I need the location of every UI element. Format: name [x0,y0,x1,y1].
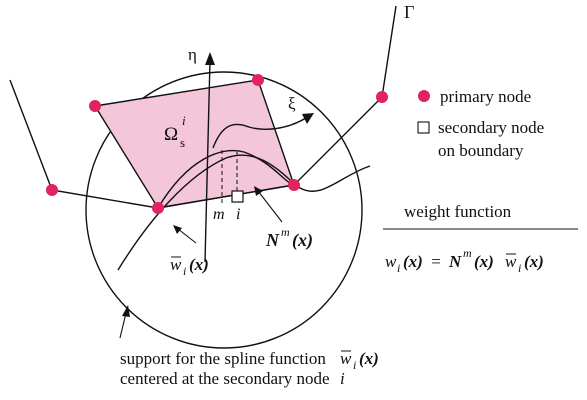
shape-function-curve [157,149,295,209]
shape-function-N: N [265,230,280,250]
omega-superscript: i [182,113,186,128]
legend-primary-label: primary node [440,87,531,106]
weight-wbar-arg: (x) [524,252,544,271]
boundary-label: Γ [404,2,414,22]
omega-label: Ω s i [164,113,186,150]
weight-lhs-w: w [385,252,397,271]
shape-function-superscript: m [281,225,290,239]
primary-node [376,91,388,103]
spline-function-arg: (x) [189,255,209,274]
omega-subscript: s [180,135,185,150]
weight-N-arg: (x) [474,252,494,271]
weight-function-formula: w i (x) = N m (x) w i (x) [385,246,544,275]
weight-wbar-subscript: i [518,261,521,275]
leader-shape-function-arrowhead [254,186,263,196]
leader-shape-function [257,190,283,223]
spline-function-subscript: i [183,264,186,278]
primary-node [152,202,164,214]
leader-support [119,312,127,339]
support-caption-subscript: i [353,358,356,372]
primary-node [46,184,58,196]
support-caption-arg: (x) [359,349,379,368]
support-caption-w: w [340,349,352,368]
support-caption: support for the spline function w i (x) … [120,349,379,388]
eta-axis [204,59,211,263]
weight-equals: = [427,252,445,271]
node-m-label: m [213,206,225,223]
primary-node [252,74,264,86]
omega-symbol: Ω [164,124,178,145]
xi-label: ξ [288,94,296,113]
leader-spline-function [177,228,197,244]
leader-support-arrowhead [122,305,130,317]
node-i-label: i [236,206,240,223]
legend-primary-dot [418,90,430,102]
element-omega [93,79,295,209]
primary-nodes [46,74,388,214]
secondary-node-i [231,190,244,203]
support-caption-line1: support for the spline function [120,349,330,368]
boundary-curve [9,5,397,209]
leader-spline-function-arrowhead [173,225,182,234]
weight-lhs-subscript: i [397,261,400,275]
shape-function-arg: (x) [292,230,313,251]
weight-N: N [448,252,462,271]
xi-axis [212,117,307,149]
legend-secondary-label: secondary node [438,118,544,137]
eta-label: η [188,45,197,64]
support-circle [85,71,363,349]
spline-function-w: w [170,255,182,274]
weight-N-superscript: m [463,246,472,260]
support-caption-node-i: i [340,369,345,388]
primary-node [89,100,101,112]
xi-arrowhead [302,113,314,124]
legend-secondary-square [417,121,430,134]
weight-function-title: weight function [404,202,512,221]
shape-function-label: N m (x) [265,225,313,251]
legend-secondary-label-line2: on boundary [438,141,524,160]
weight-wbar: w [505,252,517,271]
weight-lhs-arg: (x) [403,252,423,271]
support-caption-line2: centered at the secondary node [120,369,334,388]
primary-node [288,179,300,191]
eta-arrowhead [205,52,215,65]
spline-function-label: w i (x) [170,255,209,278]
